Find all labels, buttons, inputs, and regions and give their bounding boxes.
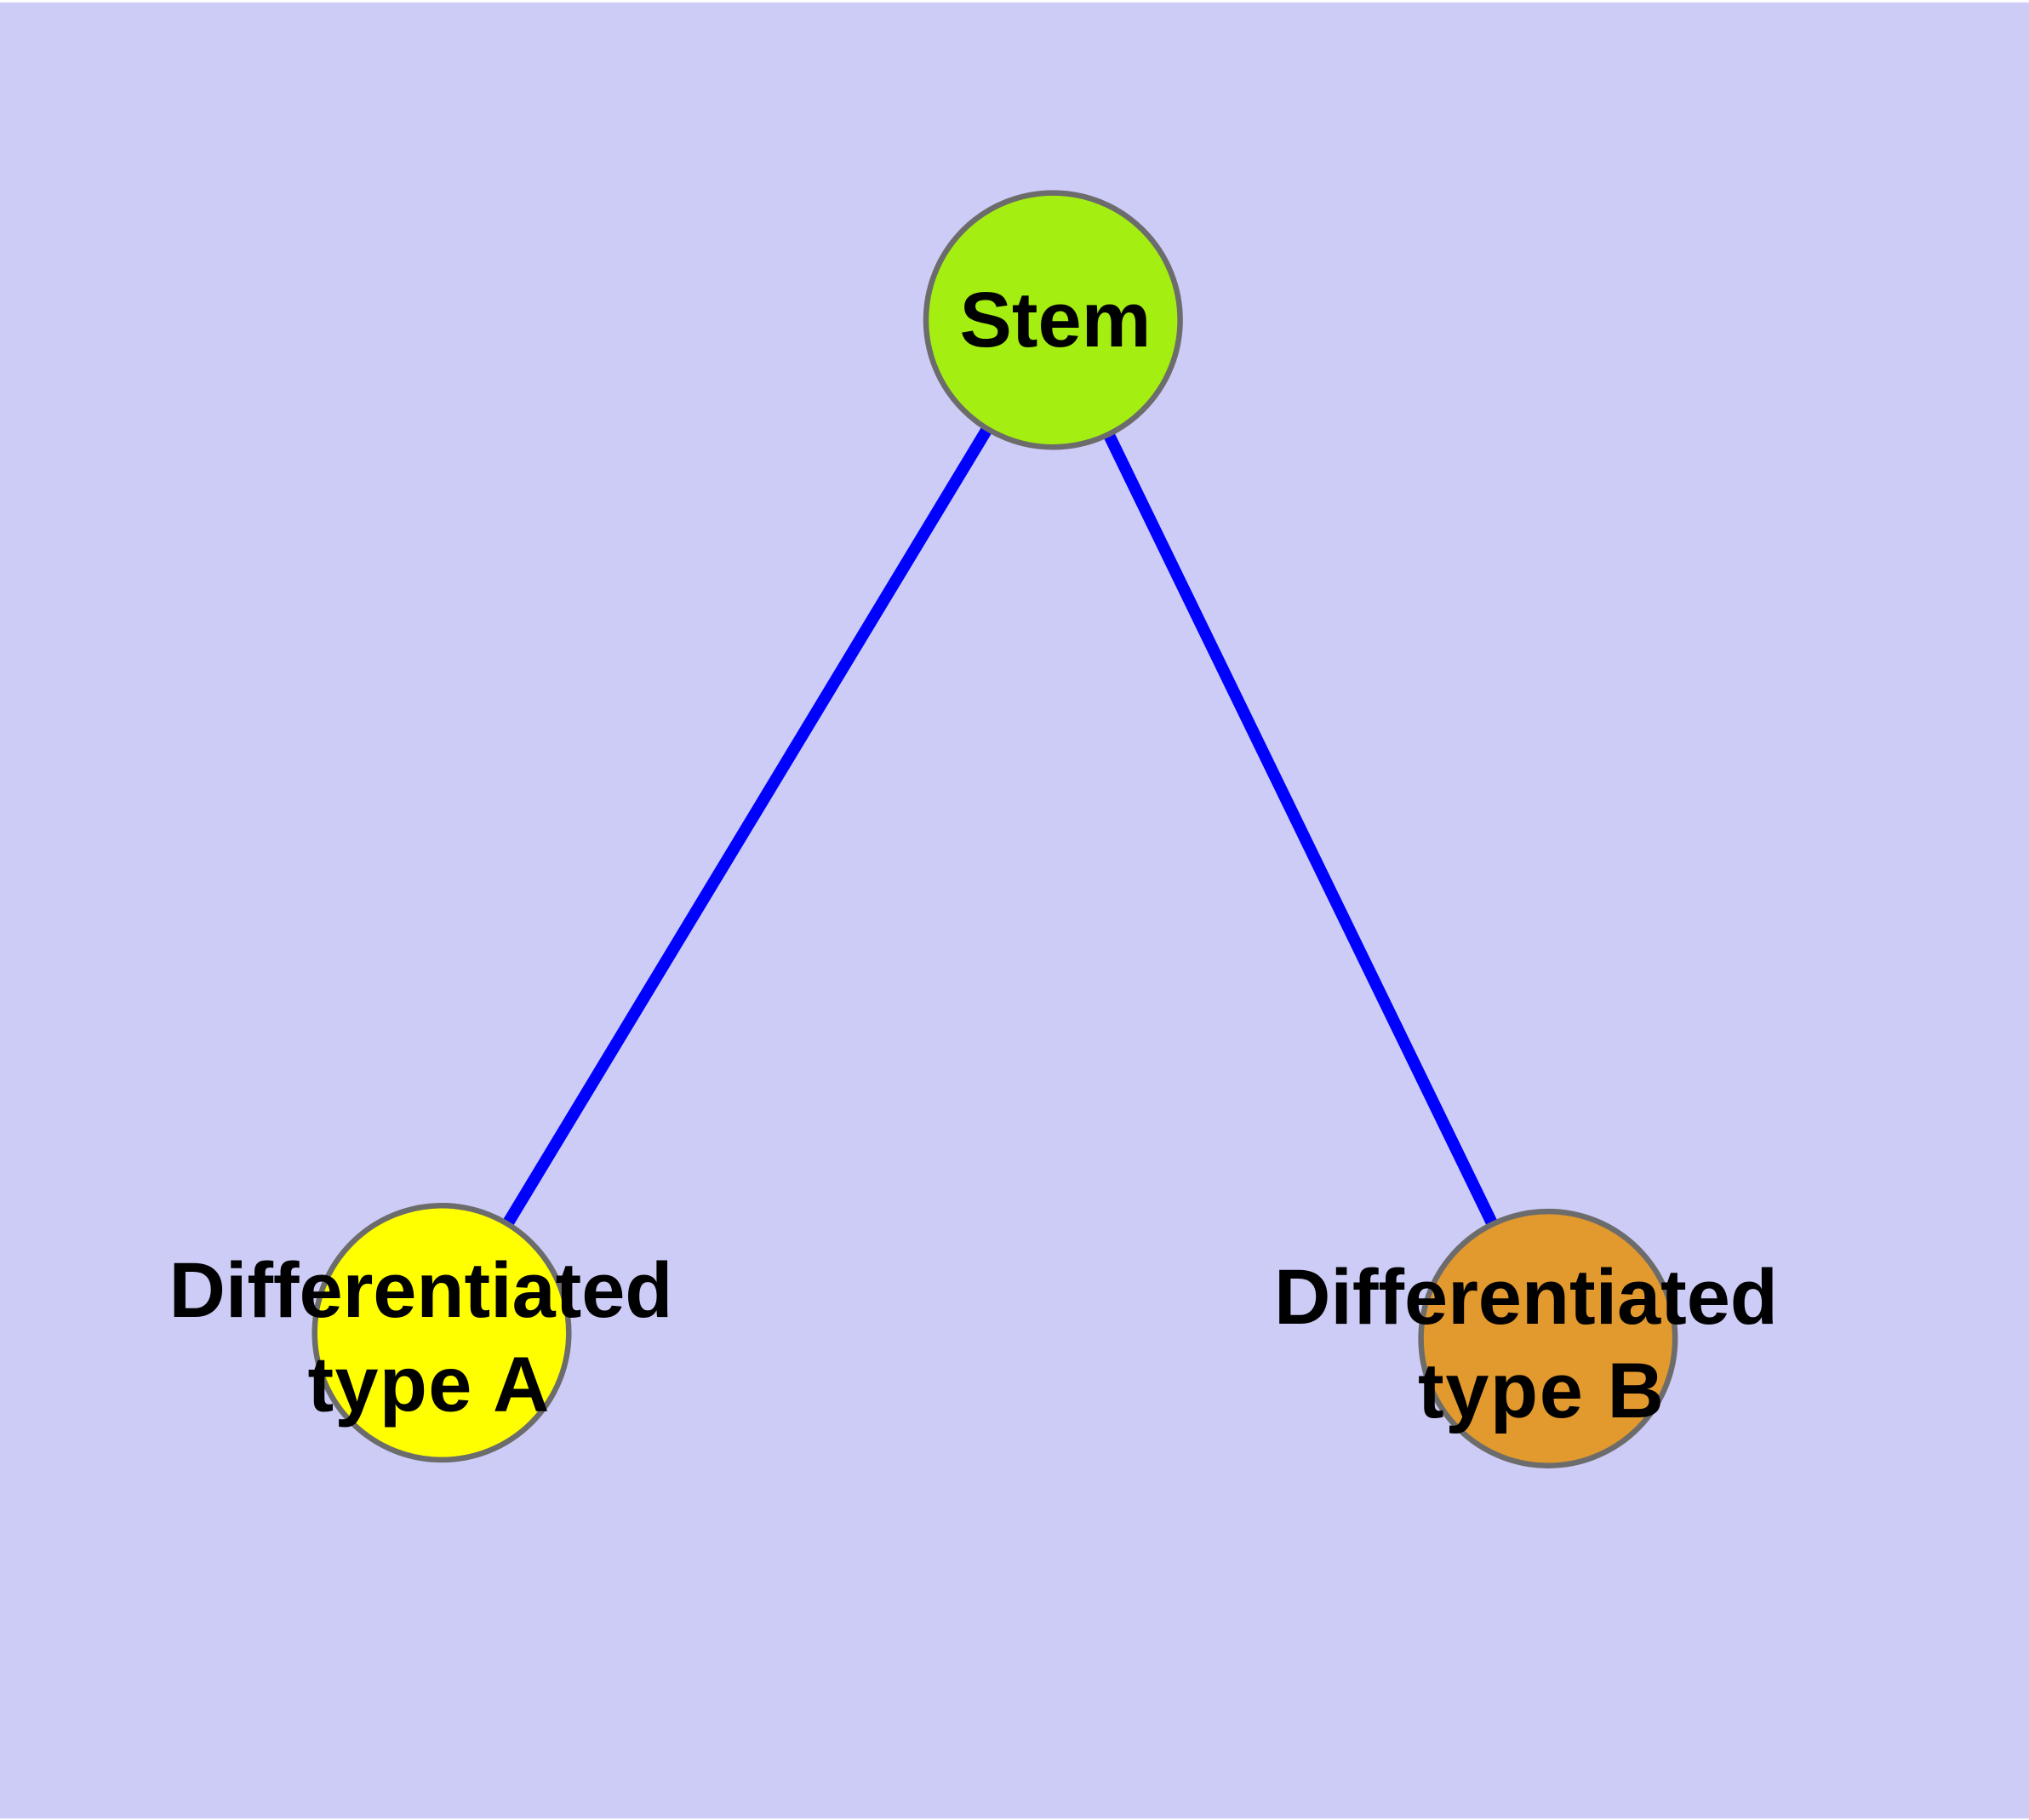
svg-text:type A: type A — [308, 1342, 550, 1428]
svg-text:Differentiated: Differentiated — [169, 1247, 673, 1334]
svg-text:Differentiated: Differentiated — [1274, 1254, 1778, 1341]
svg-text:Stem: Stem — [960, 277, 1152, 363]
svg-text:type B: type B — [1418, 1348, 1664, 1434]
